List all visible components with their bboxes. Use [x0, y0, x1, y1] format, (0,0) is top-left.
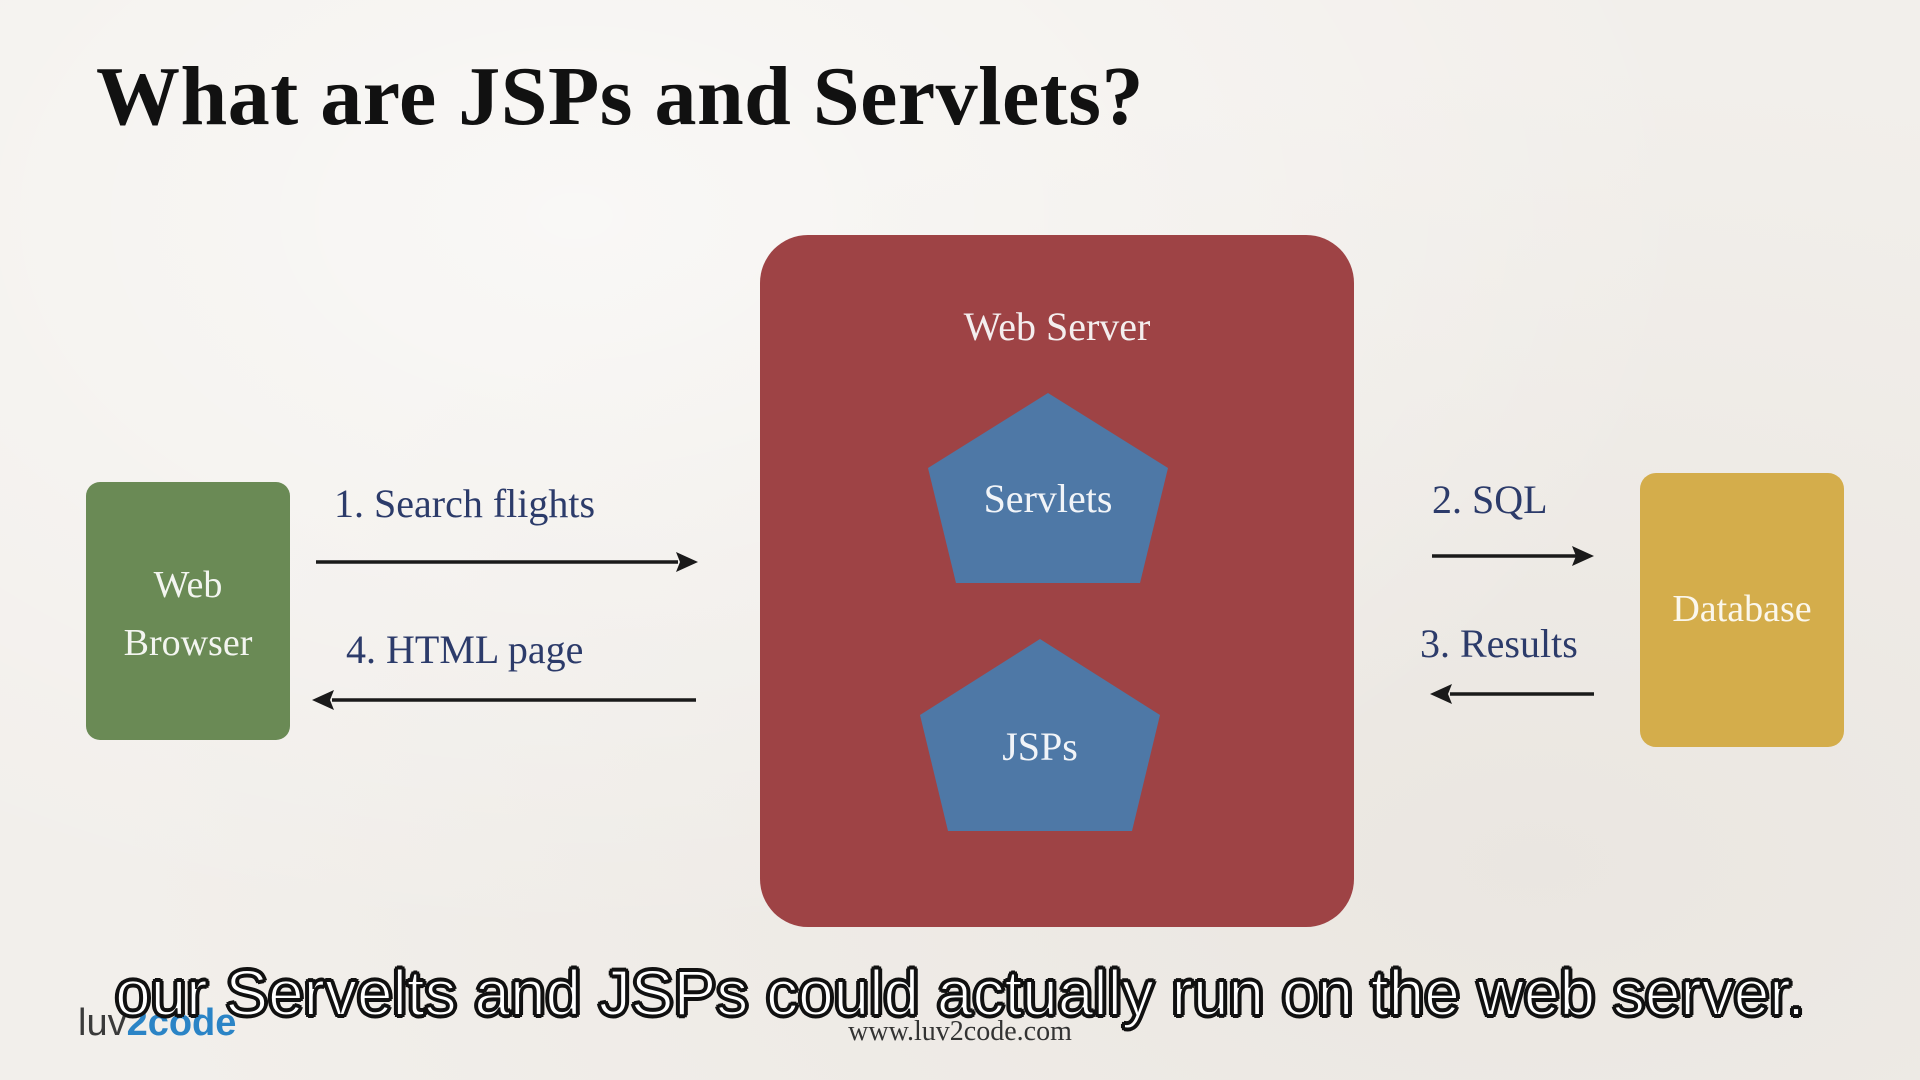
video-subtitle: our Servelts and JSPs could actually run… [114, 956, 1806, 1030]
logo-prefix: luv [78, 1002, 127, 1044]
arrow-left-icon [1430, 684, 1594, 704]
web-browser-box: Web Browser [86, 482, 290, 740]
logo-suffix: 2code [126, 1002, 237, 1044]
servlets-label: Servlets [983, 476, 1113, 521]
slide-title: What are JSPs and Servlets? [96, 50, 1144, 143]
arrow-left-icon [312, 690, 696, 710]
arrow-right-icon [1432, 546, 1594, 566]
pentagon-shape [928, 393, 1168, 583]
jsps-label: JSPs [1002, 724, 1078, 769]
html-page-label: 4. HTML page [346, 627, 584, 672]
database-box: Database [1640, 473, 1844, 747]
jsps-pentagon: JSPs [920, 639, 1160, 831]
pentagon-shape [920, 639, 1160, 831]
database-label: Database [1672, 588, 1812, 630]
web-browser-label-line1: Web [153, 564, 223, 606]
web-browser-label: Web Browser [86, 556, 290, 672]
servlets-pentagon: Servlets [928, 393, 1168, 583]
luv2code-logo: luv2code [78, 1002, 236, 1045]
arrow-right-icon [316, 552, 698, 572]
sql-label: 2. SQL [1432, 477, 1548, 522]
footer-url: www.luv2code.com [848, 1016, 1072, 1047]
web-server-box: Web Server Servlets JSPs [760, 235, 1354, 927]
web-browser-label-line2: Browser [123, 622, 253, 664]
search-flights-label: 1. Search flights [334, 481, 596, 526]
web-server-label: Web Server [963, 304, 1151, 349]
results-label: 3. Results [1420, 621, 1578, 666]
